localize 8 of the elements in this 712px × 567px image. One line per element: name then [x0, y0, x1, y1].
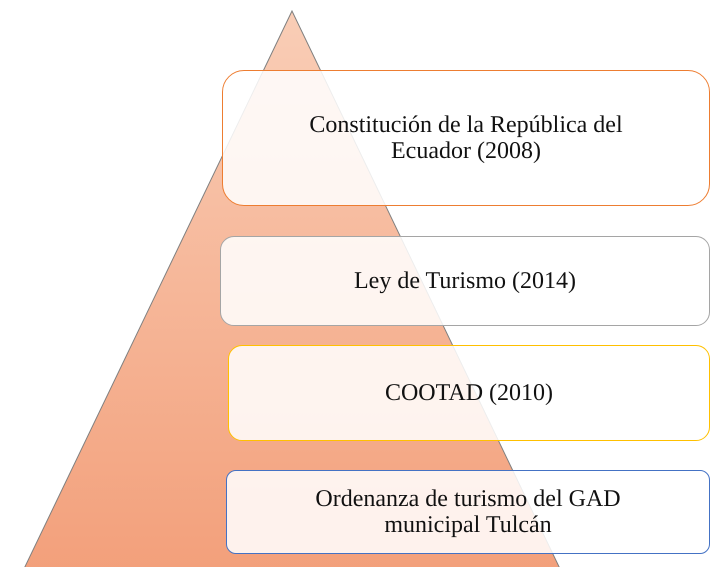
level-label: Ordenanza de turismo del GAD municipal Tulcán — [314, 486, 622, 538]
pyramid-level-box — [226, 470, 710, 554]
pyramid-level-box — [222, 70, 710, 206]
level-label: COOTAD (2010) — [384, 380, 554, 406]
level-label: Ley de Turismo (2014) — [353, 268, 577, 294]
pyramid-level-box — [220, 236, 710, 326]
pyramid-level-box — [228, 345, 710, 441]
level-label: Constitución de la República del Ecuador (2008) — [308, 112, 624, 164]
